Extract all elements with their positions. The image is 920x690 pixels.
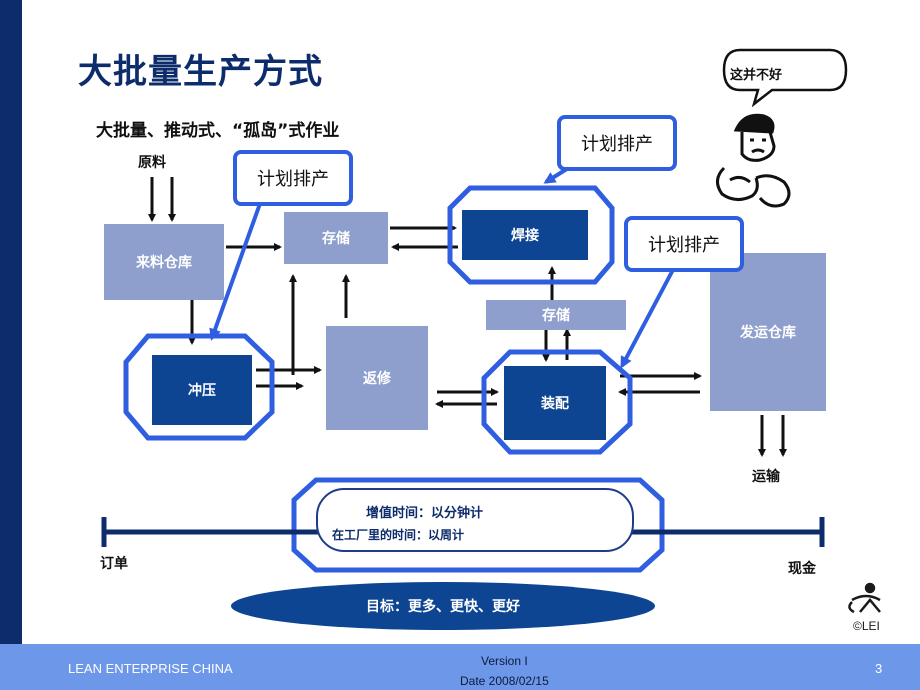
footer-version: Version I	[481, 654, 528, 668]
repair-box: 返修	[326, 326, 428, 430]
highlight-stamping	[123, 333, 275, 441]
assembly-box: 装配	[504, 366, 606, 440]
speech-bubble-text: 这并不好	[730, 68, 783, 83]
lei-logo-text: ©LEI	[853, 619, 880, 633]
schedule-callout-top: 计划排产	[557, 115, 677, 171]
footer-date: Date 2008/02/15	[460, 674, 549, 688]
transport-label: 运输	[752, 469, 780, 485]
highlight-assembly	[481, 349, 633, 455]
speech-bubble	[722, 48, 848, 108]
callout-right-pointer	[620, 265, 677, 369]
cash-label: 现金	[788, 561, 816, 577]
raw-material-label: 原料	[138, 155, 166, 171]
order-label: 订单	[100, 556, 128, 572]
schedule-callout-right: 计划排产	[624, 216, 744, 272]
storage-mid-box: 存储	[486, 300, 626, 330]
callout-left-pointer	[209, 197, 264, 341]
page-number: 3	[875, 661, 883, 676]
value-added-time-text: 增值时间：以分钟计	[366, 506, 484, 521]
slide-title: 大批量生产方式	[78, 52, 323, 92]
footer-company: LEAN ENTERPRISE CHINA	[68, 661, 233, 676]
worried-character-icon	[716, 113, 791, 208]
welding-box: 焊接	[462, 210, 588, 260]
goal-ellipse: 目标：更多、更快、更好	[231, 582, 655, 630]
highlight-welding	[447, 185, 615, 285]
highlight-timeline	[291, 477, 665, 573]
lei-logo-icon	[848, 582, 881, 614]
left-accent-bar	[0, 0, 22, 690]
factory-time-text: 在工厂里的时间：以周计	[332, 528, 465, 542]
footer-bar	[0, 644, 920, 690]
storage-top-box: 存储	[284, 212, 388, 264]
stamping-box: 冲压	[152, 355, 252, 425]
slide-subtitle: 大批量、推动式、“孤岛”式作业	[96, 121, 340, 141]
shipping-warehouse-box: 发运仓库	[710, 253, 826, 411]
time-box: 增值时间：以分钟计 在工厂里的时间：以周计	[316, 488, 634, 552]
incoming-warehouse-box: 来料仓库	[104, 224, 224, 300]
schedule-callout-left: 计划排产	[233, 150, 353, 206]
